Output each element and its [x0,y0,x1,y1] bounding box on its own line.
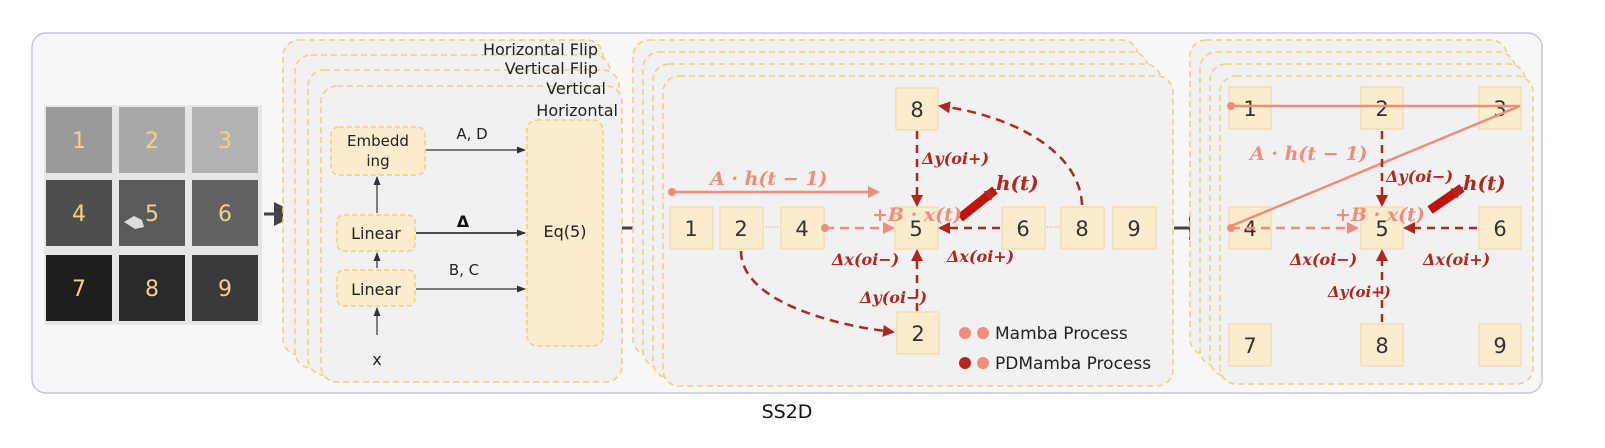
scan-ah-label: A · h(t − 1) [708,168,828,190]
scan-num-9: 9 [1127,217,1140,241]
stack-label-vertical-flip: Vertical Flip [505,59,598,78]
scan-bx-label: +B · x(t) [872,204,962,226]
grid-num-9: 9 [218,277,232,302]
scan-cell-2 [719,206,764,250]
scan-delta-x-plus: Δx(oi+) [946,247,1014,266]
grid2-ah-label: A · h(t − 1) [1248,143,1368,165]
scan-num-4: 4 [795,217,808,241]
scan-cell-6 [1001,206,1046,250]
embedding-box [330,126,426,176]
scan-delta-y-bottom: Δy(oi−) [859,288,927,307]
legend-pdmamba: PDMamba Process [995,354,1151,374]
grid-num-5: 5 [145,202,159,227]
grid2-delta-x-minus: Δx(oi−) [1289,250,1357,269]
grid2-delta-y-top: Δy(oi−) [1385,167,1453,186]
grid-cell-bg-6 [192,180,258,246]
stack-label-horizontal-flip: Horizontal Flip [483,40,598,59]
scan-num-6: 6 [1016,217,1029,241]
linear-top-label: Linear [351,224,401,243]
scan-num-bottom-2: 2 [911,322,924,346]
scan-delta-y-top: Δy(oi+) [921,149,989,168]
scan-num-1: 1 [684,217,697,241]
grid2-bx-label: +B · x(t) [1335,204,1425,226]
input-grid: 1 2 3 4 5 6 7 8 9 [44,105,262,325]
grid2-num-7: 7 [1243,334,1256,358]
scan-dots-right: ····· [1046,223,1060,233]
grid2-h-label: h(t) [1463,171,1506,195]
grid-num-4: 4 [72,202,86,227]
grid2-cells [1228,86,1522,367]
eq-box [526,119,604,347]
input-x-label: x [372,350,381,369]
scan-cell-bottom-2 [896,311,940,355]
grid-cell-bg-2 [119,107,185,173]
grid2-num-1: 1 [1243,97,1256,121]
ssm-arrows [373,146,526,335]
stack-label-horizontal: Horizontal [536,101,618,120]
scan-num-2: 2 [734,217,747,241]
scan-arrows [668,101,1084,337]
caption-ss2d: SS2D [762,401,813,423]
scan-cell-1 [669,206,714,250]
scan-dots-left: ····· [765,223,779,233]
grid2-num-8: 8 [1375,334,1388,358]
scan-cell-4 [780,206,825,250]
arrow-label-delta: Δ [457,212,470,231]
arrow-label-ad: A, D [456,125,487,143]
grid2-num-9: 9 [1493,334,1506,358]
grid2-num-2: 2 [1375,97,1388,121]
grid-num-6: 6 [218,202,232,227]
scan-delta-x-minus: Δx(oi−) [831,250,899,269]
scan-cells [669,87,1157,355]
grid2-delta-y-bottom: Δy(oi+) [1327,283,1391,301]
grid-num-2: 2 [145,129,159,154]
scan-num-5: 5 [909,217,922,241]
embedding-label-line1: Embedd [347,132,409,150]
grid-cell-bg-8 [119,255,185,321]
scan-cell-8 [1060,206,1105,250]
grid-cell-bg-9 [192,255,258,321]
grid-cell-bg-4 [46,180,112,246]
eq-label: Eq(5) [544,222,587,241]
target-blob [124,216,144,229]
scan-h-label: h(t) [996,171,1039,195]
grid-num-3: 3 [218,129,232,154]
scan-cell-5 [894,206,939,250]
grid-cell-bg-3 [192,107,258,173]
linear-bottom-label: Linear [351,280,401,299]
grid2-num-5: 5 [1375,217,1388,241]
embedding-label-line2: ing [366,152,389,170]
grid-num-7: 7 [72,277,86,302]
grid-num-8: 8 [145,277,159,302]
grid2-num-6: 6 [1493,217,1506,241]
grid-cell-bg-1 [46,107,112,173]
arrow-label-bc: B, C [449,261,479,279]
grid-cell-bg-7 [46,255,112,321]
grid2-delta-x-plus: Δx(oi+) [1422,250,1490,269]
scan-cell-9 [1112,206,1157,250]
grid-num-1: 1 [72,129,86,154]
legend: Mamba Process PDMamba Process [959,324,1151,374]
grid-cell-bg-5 [119,180,185,246]
scan-cell-top-8 [895,87,939,131]
scan-num-top-8: 8 [910,98,923,122]
grid2-arrows [1227,102,1521,322]
stack-label-vertical: Vertical [546,79,606,98]
linear-bottom-box [336,269,416,307]
scan-num-8: 8 [1075,217,1088,241]
linear-top-box [336,214,416,252]
legend-mamba: Mamba Process [995,324,1128,344]
